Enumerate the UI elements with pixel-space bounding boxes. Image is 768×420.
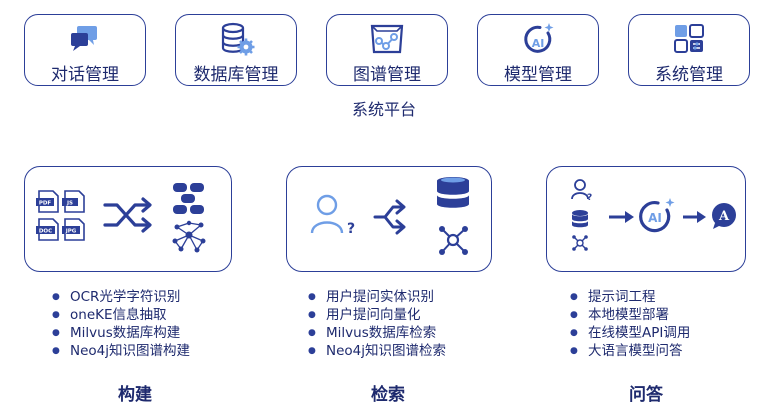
svg-text:?: ? — [347, 221, 355, 237]
retrieve-features-list: 用户提问实体识别 用户提问向量化 Milvus数据库检索 Neo4j知识图谱检索 — [308, 288, 446, 360]
document-files-icon: PDF JS DOC JPG — [36, 190, 85, 241]
system-panels-icon — [629, 21, 749, 57]
module-system-label: 系统管理 — [655, 65, 723, 85]
module-chat[interactable]: 对话管理 — [24, 14, 146, 86]
arrow-right-icon — [609, 211, 634, 223]
module-database[interactable]: 数据库管理 — [175, 14, 297, 86]
user-question-small-icon: ? — [571, 179, 592, 203]
jpg-tag: JPG — [65, 229, 77, 235]
graph-small-icon — [572, 235, 588, 251]
module-database-label: 数据库管理 — [193, 65, 279, 85]
retrieve-section-title: 检索 — [371, 385, 405, 405]
database-icon — [437, 177, 469, 208]
answer-bubble-icon: A — [712, 203, 736, 229]
list-item: OCR光学字符识别 — [52, 288, 190, 306]
database-cluster-icon — [173, 183, 204, 214]
module-system[interactable]: 系统管理 — [628, 14, 750, 86]
platform-label: 系统平台 — [351, 100, 416, 119]
list-item: 用户提问实体识别 — [308, 288, 446, 306]
build-section-title: 构建 — [118, 385, 152, 405]
database-gear-icon — [176, 21, 296, 57]
list-item: Neo4j知识图谱检索 — [308, 342, 446, 360]
pdf-tag: PDF — [39, 201, 52, 207]
ai-model-icon: AI — [478, 21, 598, 57]
js-tag: JS — [66, 201, 73, 207]
svg-text:AI: AI — [648, 211, 662, 225]
module-model[interactable]: AI 模型管理 — [477, 14, 599, 86]
module-chat-label: 对话管理 — [51, 65, 119, 85]
list-item: Milvus数据库构建 — [52, 324, 190, 342]
graph-map-icon — [327, 21, 447, 57]
list-item: 大语言模型问答 — [570, 342, 690, 360]
chat-bubbles-icon — [25, 21, 145, 57]
list-item: Neo4j知识图谱构建 — [52, 342, 190, 360]
shuffle-arrows-icon — [103, 197, 152, 233]
qa-features-list: 提示词工程 本地模型部署 在线模型API调用 大语言模型问答 — [570, 288, 690, 360]
ai-model-small-icon: AI — [639, 198, 675, 233]
build-features-list: OCR光学字符识别 oneKE信息抽取 Milvus数据库构建 Neo4j知识图… — [52, 288, 190, 360]
svg-text:?: ? — [587, 193, 592, 203]
network-graph-icon — [172, 220, 206, 253]
qa-section-title: 问答 — [629, 385, 663, 405]
split-arrows-icon — [373, 199, 406, 235]
list-item: 提示词工程 — [570, 288, 690, 306]
svg-text:A: A — [718, 209, 730, 224]
list-item: Milvus数据库检索 — [308, 324, 446, 342]
list-item: 在线模型API调用 — [570, 324, 690, 342]
module-graph[interactable]: 图谱管理 — [326, 14, 448, 86]
svg-text:AI: AI — [532, 37, 545, 50]
qa-pipeline-box: ? AI — [546, 166, 746, 272]
user-question-icon: ? — [310, 194, 355, 237]
build-pipeline-box: PDF JS DOC JPG — [24, 166, 232, 272]
arrow-right-icon — [683, 211, 706, 223]
module-model-label: 模型管理 — [504, 65, 572, 85]
retrieve-pipeline-box: ? — [286, 166, 492, 272]
module-graph-label: 图谱管理 — [353, 65, 421, 85]
list-item: oneKE信息抽取 — [52, 306, 190, 324]
database-small-icon — [572, 210, 588, 228]
list-item: 用户提问向量化 — [308, 306, 446, 324]
list-item: 本地模型部署 — [570, 306, 690, 324]
doc-tag: DOC — [39, 229, 52, 235]
knowledge-graph-icon — [439, 226, 468, 255]
